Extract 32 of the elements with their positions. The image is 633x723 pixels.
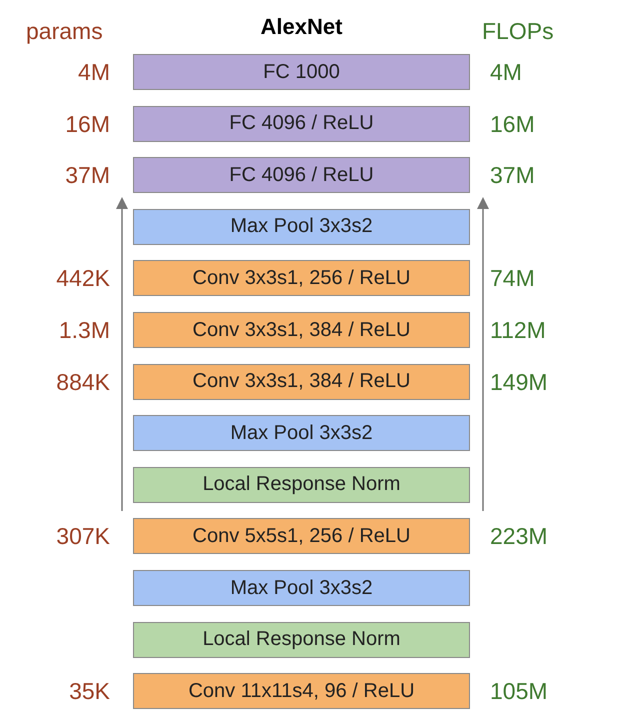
pooling-layer-box: Max Pool 3x3s2 [133,208,470,245]
fully-connected-layer-box: FC 1000 [133,54,470,90]
flops-count: 149M [490,368,548,397]
parameter-count: 4M [78,58,110,87]
convolution-layer-box: Conv 3x3s1, 384 / ReLU [133,312,470,348]
flops-count: 16M [490,110,535,139]
parameter-count: 307K [56,522,110,552]
column-heading: FLOPs [482,18,554,45]
pooling-layer-box: Max Pool 3x3s2 [133,570,470,606]
normalization-layer-box: Local Response Norm [133,466,470,503]
flops-count: 112M [490,316,546,345]
fully-connected-layer-box: FC 4096 / ReLU [133,106,470,142]
parameter-count: 37M [65,161,110,190]
convolution-layer-box: Conv 3x3s1, 256 / ReLU [133,260,470,296]
parameter-count: 884K [56,368,110,397]
normalization-layer-box: Local Response Norm [133,622,470,658]
pooling-layer-box: Max Pool 3x3s2 [133,415,470,452]
flops-count: 37M [490,161,535,190]
fully-connected-layer-box: FC 4096 / ReLU [133,157,470,194]
parameter-count: 1.3M [58,316,110,345]
convolution-layer-box: Conv 11x11s4, 96 / ReLU [133,673,470,710]
flops-count: 4M [490,58,522,87]
parameter-count: 442K [56,264,110,294]
parameter-count: 16M [65,110,110,139]
convolution-layer-box: Conv 3x3s1, 384 / ReLU [133,364,470,400]
flops-count: 105M [490,677,548,706]
diagram-title: AlexNet [260,14,344,40]
column-heading: params [26,18,103,45]
flops-count: 74M [490,264,535,294]
flops-count: 223M [490,522,548,552]
convolution-layer-box: Conv 5x5s1, 256 / ReLU [133,518,470,554]
parameter-count: 35K [69,677,110,706]
